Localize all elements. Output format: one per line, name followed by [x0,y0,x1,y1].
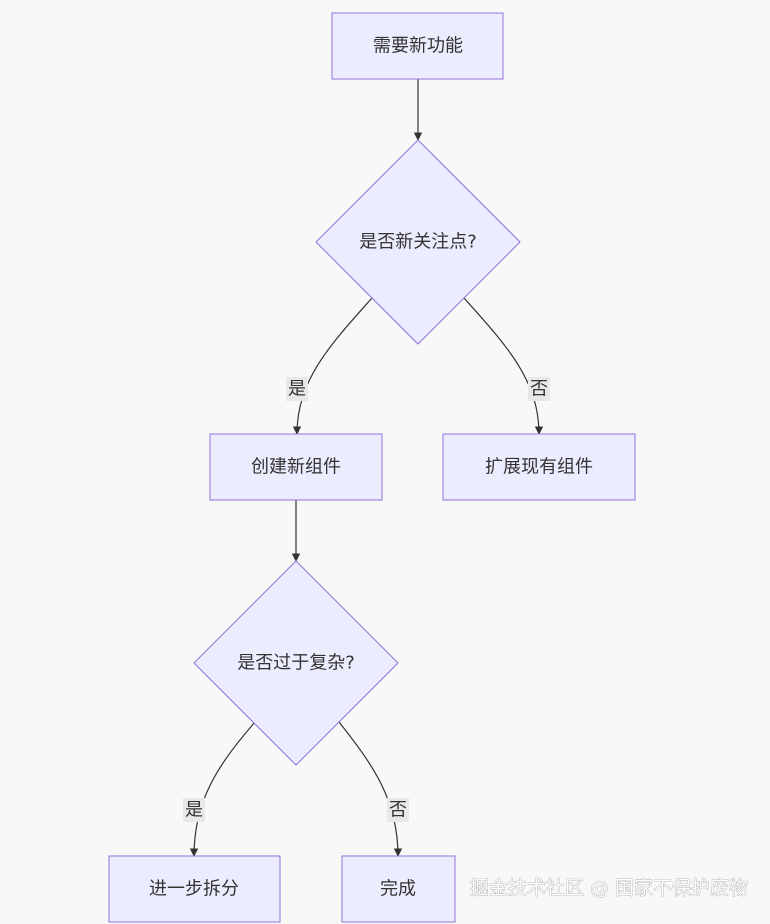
edge-concern-yes [292,297,373,435]
edge-label-complex-no: 否 [387,798,409,822]
node-extend-component: 扩展现有组件 [442,433,636,501]
svg-text:扩展现有组件: 扩展现有组件 [485,457,593,478]
node-need-feature: 需要新功能 [331,12,504,80]
node-create-component: 创建新组件 [209,433,383,501]
edge-concern-no [463,297,544,435]
edge-complex-yes [189,721,256,857]
watermark: 掘金技术社区 @ 国家不保护废物 [470,877,748,899]
edge-label-concern-no: 否 [528,377,550,401]
svg-text:创建新组件: 创建新组件 [251,457,341,478]
svg-text:是: 是 [185,800,203,821]
decision-new-concern: 是否新关注点? [315,139,521,345]
edge-label-complex-yes: 是 [183,798,205,822]
node-done: 完成 [341,855,456,923]
svg-text:否: 否 [530,379,548,400]
svg-text:是: 是 [288,379,306,400]
svg-text:进一步拆分: 进一步拆分 [149,879,239,900]
edge-label-concern-yes: 是 [286,377,308,401]
svg-text:是否新关注点?: 是否新关注点? [359,232,477,253]
svg-text:完成: 完成 [380,879,416,900]
svg-text:否: 否 [389,800,407,821]
svg-text:需要新功能: 需要新功能 [373,36,463,57]
edge-complex-no [338,721,403,857]
decision-too-complex: 是否过于复杂? [193,560,399,766]
node-split-further: 进一步拆分 [108,855,281,923]
svg-text:是否过于复杂?: 是否过于复杂? [237,653,355,674]
